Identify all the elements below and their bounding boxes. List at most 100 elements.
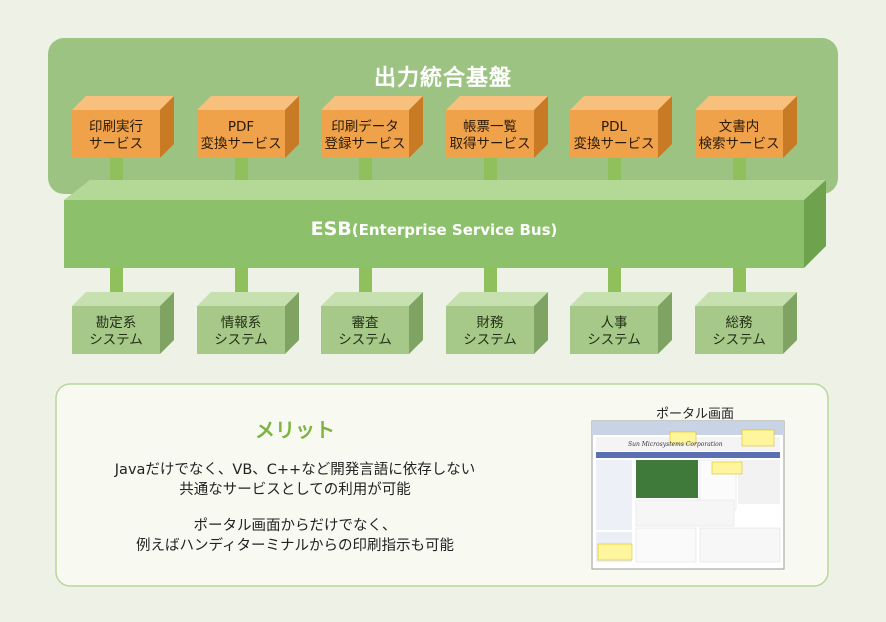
esb-label-group: ESB(Enterprise Service Bus) xyxy=(64,218,804,240)
service-box-top xyxy=(570,96,672,110)
portal-calendar xyxy=(596,460,632,530)
portal-caption: ポータル画面 xyxy=(655,407,734,422)
esb-bar-side xyxy=(804,180,826,268)
system-label-line1: 人事 xyxy=(600,315,628,331)
service-label: PDF 変換サービス xyxy=(197,114,285,158)
portal-hero-image xyxy=(636,460,698,498)
portal-callout-4 xyxy=(597,543,633,561)
system-label-line1: 審査 xyxy=(351,315,379,331)
portal-list xyxy=(635,527,697,563)
system-box-side xyxy=(160,292,174,354)
system-label-line2: システム xyxy=(463,332,517,348)
service-box-side xyxy=(285,96,299,158)
system-label-line2: システム xyxy=(89,332,143,348)
portal-toolbar xyxy=(592,421,784,435)
system-label: 勘定系 システム xyxy=(72,310,160,354)
esb-sublabel: (Enterprise Service Bus) xyxy=(351,221,558,239)
system-boxes xyxy=(72,292,797,354)
service-box-top xyxy=(695,96,797,110)
service-box xyxy=(321,96,423,158)
system-label-line2: システム xyxy=(712,332,766,348)
service-label-line1: 帳票一覧 xyxy=(463,119,517,135)
service-box-front xyxy=(570,110,658,158)
system-label-line2: システム xyxy=(338,332,392,348)
service-label-line1: PDL xyxy=(600,119,628,135)
merit-line: ポータル画面からだけでなく、 xyxy=(193,518,397,534)
system-box-top xyxy=(570,292,672,306)
system-label: 情報系 システム xyxy=(197,310,285,354)
system-box-front xyxy=(446,306,534,354)
system-label: 財務 システム xyxy=(446,310,534,354)
service-box-top xyxy=(72,96,174,110)
system-box-front xyxy=(197,306,285,354)
system-box xyxy=(72,292,174,354)
system-label: 総務 システム xyxy=(695,310,783,354)
portal-callout-1 xyxy=(669,431,697,445)
portal-brand-text: Sun Microsystems Corporation xyxy=(628,441,723,448)
portal-callout-2 xyxy=(741,429,775,447)
service-box-front xyxy=(695,110,783,158)
system-box-front xyxy=(321,306,409,354)
portal-nav xyxy=(596,452,780,458)
service-box xyxy=(446,96,548,158)
service-box xyxy=(197,96,299,158)
service-label-line1: 印刷実行 xyxy=(89,119,143,135)
system-label: 人事 システム xyxy=(570,310,658,354)
system-box-top xyxy=(197,292,299,306)
service-label-line2: サービス xyxy=(89,136,143,152)
service-box-front xyxy=(321,110,409,158)
service-label: 帳票一覧 取得サービス xyxy=(446,114,534,158)
system-box-top xyxy=(446,292,548,306)
merit-line: 例えばハンディターミナルからの印刷指示も可能 xyxy=(136,538,454,554)
system-box xyxy=(695,292,797,354)
service-boxes xyxy=(72,96,797,158)
service-label-line2: 取得サービス xyxy=(449,136,531,152)
system-label-line1: 勘定系 xyxy=(95,315,137,331)
service-label: 文書内 検索サービス xyxy=(695,114,783,158)
platform-title: 出力統合基盤 xyxy=(373,66,512,91)
esb-bar-top xyxy=(64,180,826,200)
system-box xyxy=(321,292,423,354)
system-box-side xyxy=(534,292,548,354)
service-box-top xyxy=(446,96,548,110)
service-box-side xyxy=(534,96,548,158)
service-box-side xyxy=(658,96,672,158)
system-box-front xyxy=(570,306,658,354)
system-box xyxy=(570,292,672,354)
system-box-top xyxy=(72,292,174,306)
service-box-top xyxy=(197,96,299,110)
service-label-line2: 登録サービス xyxy=(324,136,406,152)
service-label-line2: 変換サービス xyxy=(200,136,282,152)
service-box xyxy=(570,96,672,158)
service-box xyxy=(695,96,797,158)
portal-screenshot: Sun Microsystems Corporation xyxy=(591,420,785,570)
system-box-front xyxy=(695,306,783,354)
system-box-side xyxy=(783,292,797,354)
system-box-top xyxy=(695,292,797,306)
service-box-side xyxy=(783,96,797,158)
system-label: 審査 システム xyxy=(321,310,409,354)
service-label-line1: PDF xyxy=(227,119,255,135)
service-label: 印刷実行 サービス xyxy=(72,114,160,158)
system-label-line2: システム xyxy=(587,332,641,348)
esb-label: ESB xyxy=(310,218,352,240)
system-box-side xyxy=(285,292,299,354)
system-label-line1: 財務 xyxy=(476,315,504,331)
system-box-front xyxy=(72,306,160,354)
system-box xyxy=(197,292,299,354)
system-label-line2: システム xyxy=(214,332,268,348)
portal-thumbs xyxy=(699,527,781,563)
service-box-side xyxy=(160,96,174,158)
service-label-line1: 印刷データ xyxy=(331,119,399,135)
service-label: 印刷データ 登録サービス xyxy=(321,114,409,158)
system-box-side xyxy=(658,292,672,354)
esb-bar xyxy=(64,200,804,268)
portal-sidebar xyxy=(738,460,780,504)
system-label-line1: 情報系 xyxy=(220,315,262,331)
service-box xyxy=(72,96,174,158)
service-label-line1: 文書内 xyxy=(718,119,760,135)
service-box-top xyxy=(321,96,423,110)
system-box-top xyxy=(321,292,423,306)
